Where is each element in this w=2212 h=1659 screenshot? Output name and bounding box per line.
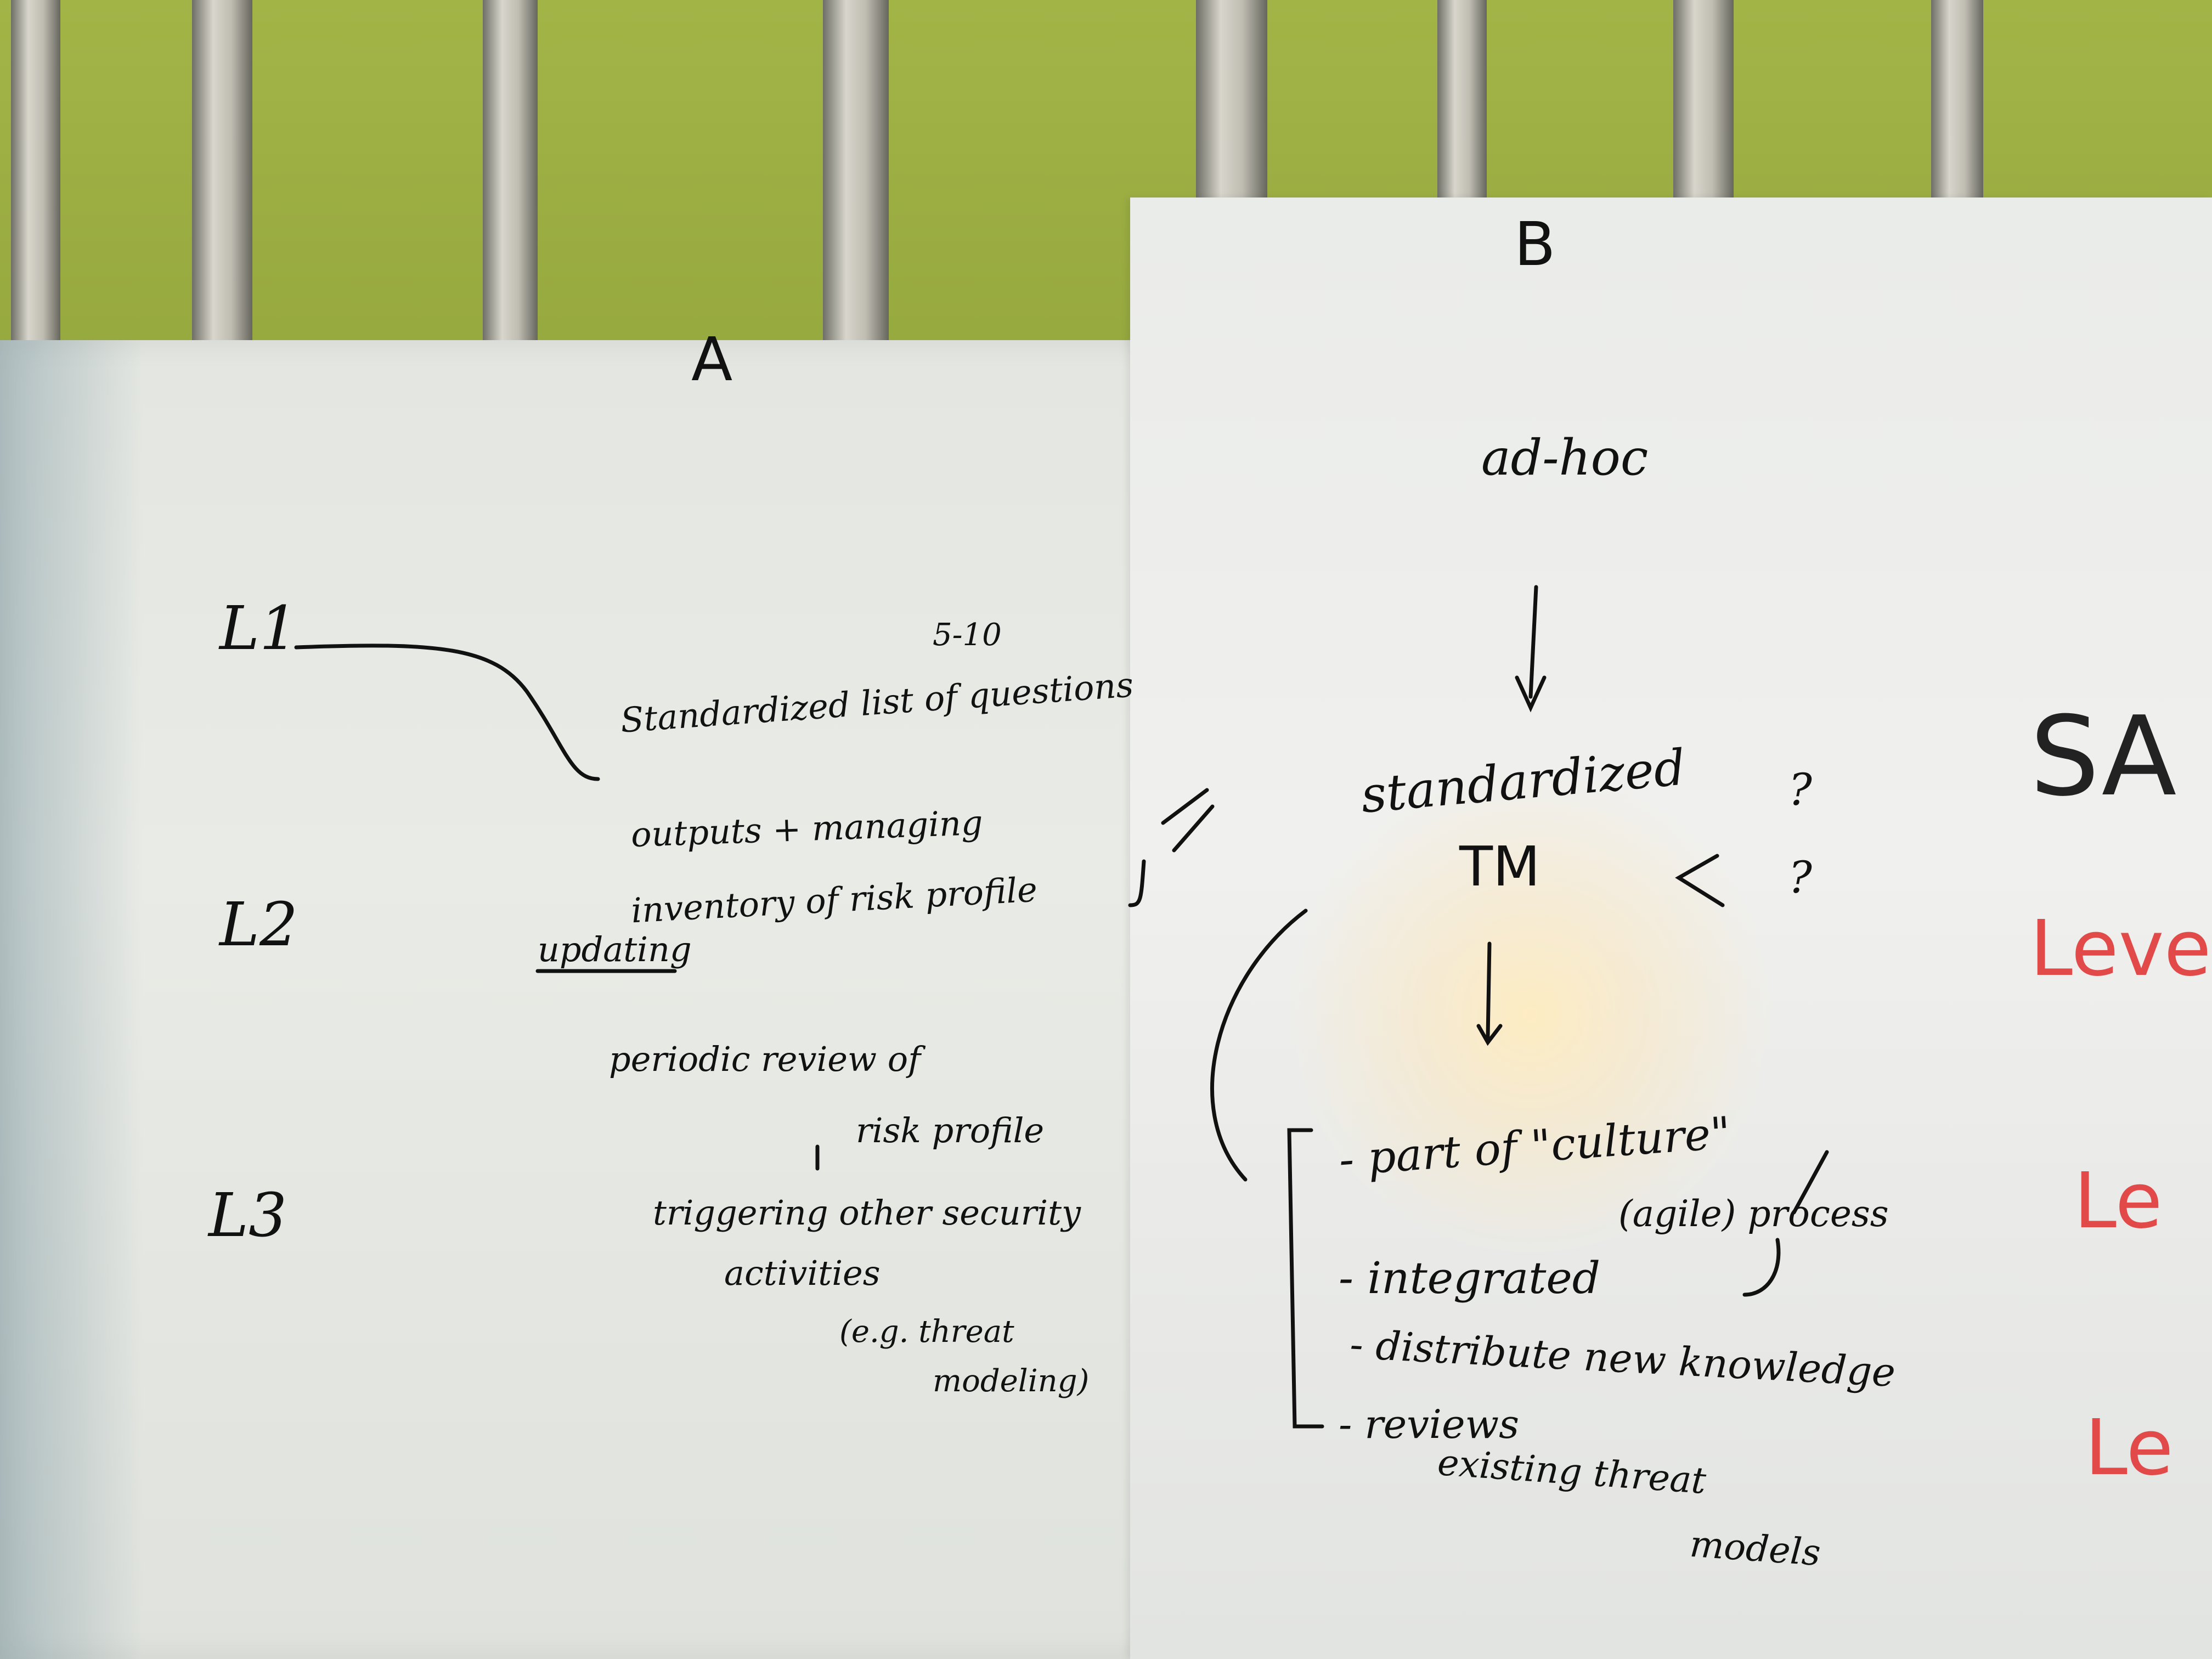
level-label-2: Le	[2074, 1156, 2163, 1246]
tree-trunk	[11, 0, 60, 384]
less-than-sign	[1675, 854, 1725, 907]
down-arrow-head	[1476, 1024, 1503, 1046]
tm-label: TM	[1459, 834, 1541, 899]
item-a6: risk profile	[856, 1110, 1045, 1150]
heading-a: A	[691, 324, 733, 394]
loop-arrow	[1210, 909, 1308, 1182]
down-arrow	[1486, 941, 1492, 1039]
item-b7: models	[1688, 1522, 1822, 1575]
item-a5: periodic review of	[609, 1039, 921, 1079]
note-count: 5-10	[933, 617, 1002, 653]
level-l3: L3	[208, 1180, 287, 1250]
connector-line	[294, 644, 600, 781]
item-a8: activities	[724, 1253, 881, 1293]
item-b2: (agile) process	[1618, 1193, 1889, 1235]
level-label-1: Leve	[2030, 904, 2211, 994]
bracket	[1287, 1128, 1324, 1429]
item-a7: triggering other security	[653, 1193, 1081, 1233]
level-l1: L1	[219, 593, 298, 663]
level-label-3: Le	[2085, 1403, 2174, 1493]
heading-b: B	[1514, 209, 1556, 279]
brace	[1742, 1238, 1781, 1297]
tree-trunk	[823, 0, 889, 384]
light-glare	[1284, 768, 1778, 1262]
item-b5: - reviews	[1339, 1401, 1520, 1447]
tree-trunk	[483, 0, 538, 384]
hatch-mark	[1161, 788, 1215, 853]
tree-trunk	[192, 0, 252, 384]
question-mark-1: ?	[1788, 764, 1812, 815]
level-l2: L2	[219, 889, 298, 960]
item-a9: (e.g. threat	[839, 1314, 1014, 1350]
down-arrow-head	[1515, 675, 1547, 713]
item-a10: modeling)	[933, 1363, 1090, 1399]
slash	[1792, 1150, 1829, 1215]
item-a4: updating	[538, 929, 692, 969]
question-mark-2: ?	[1788, 852, 1812, 903]
down-arrow	[1528, 585, 1538, 699]
arrow	[1128, 859, 1146, 907]
start-ad-hoc: ad-hoc	[1481, 429, 1649, 487]
shadow	[0, 340, 143, 1659]
whiteboard-sheet-a	[0, 340, 1163, 1659]
item-b3: - integrated	[1339, 1252, 1600, 1304]
heading-sa: SA	[2030, 693, 2177, 821]
